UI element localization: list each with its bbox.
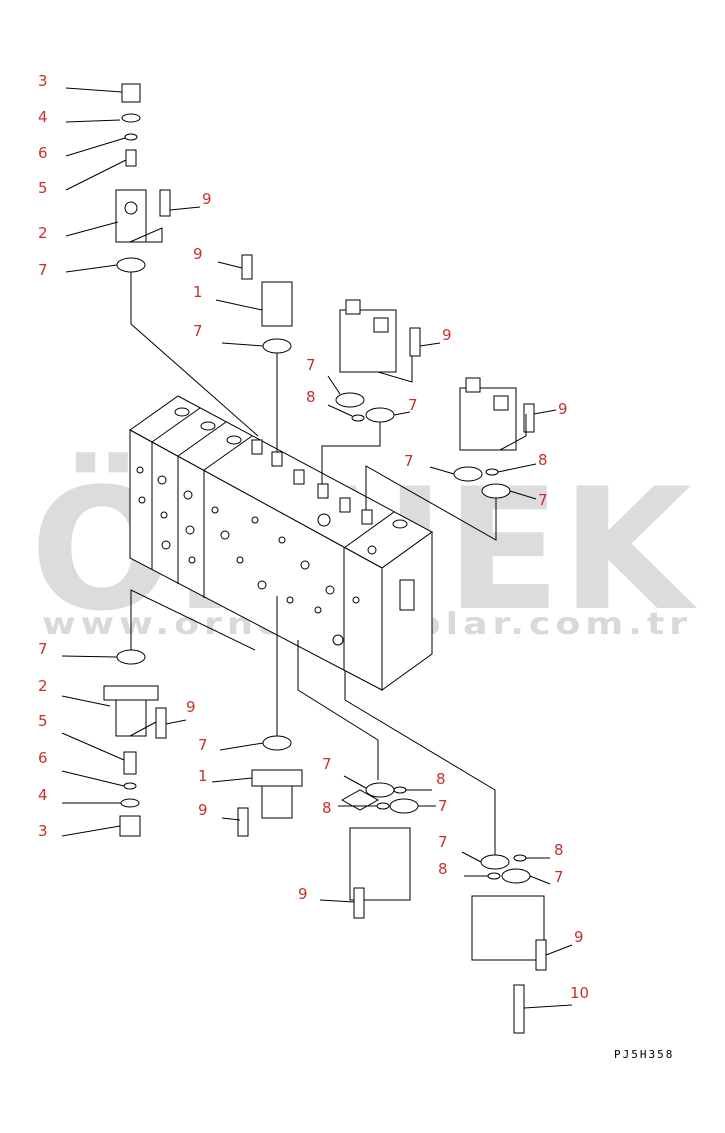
o-ring-part-7 — [389, 798, 419, 814]
o-ring-part-7 — [116, 257, 146, 273]
callout-label: 8 — [538, 451, 548, 469]
callout-label: 1 — [193, 283, 203, 301]
callout-label: 6 — [38, 749, 48, 767]
callout-label: 9 — [298, 885, 308, 903]
o-ring-part-7 — [480, 854, 510, 870]
ring-part-8 — [513, 854, 527, 862]
callout-label: 9 — [193, 245, 203, 263]
callout-label: 3 — [38, 72, 48, 90]
callout-label: 7 — [538, 491, 548, 509]
cap-flange-part-1 — [251, 769, 303, 787]
o-ring-part-7 — [481, 483, 511, 499]
solenoid-valve — [471, 895, 545, 961]
ring-part-6 — [123, 782, 137, 790]
callout-label: 4 — [38, 108, 48, 126]
o-ring-part-7 — [116, 649, 146, 665]
ring-part-8 — [376, 802, 390, 810]
o-ring-part-7 — [501, 868, 531, 884]
o-ring-part-4 — [121, 113, 141, 123]
plug-part-3 — [121, 83, 141, 103]
assembly-bottom-center — [297, 640, 419, 919]
cap-part-1 — [261, 785, 293, 819]
cap-part-2 — [115, 189, 147, 243]
assembly-bottom-right — [344, 670, 547, 1034]
callout-label: 7 — [404, 452, 414, 470]
bolt-part-9 — [155, 707, 167, 739]
callout-label: 7 — [306, 356, 316, 374]
main-valve-block — [129, 395, 433, 691]
o-ring-part-7 — [262, 338, 292, 354]
cap-part-1 — [261, 281, 293, 327]
callout-label: 8 — [554, 841, 564, 859]
callout-label: 6 — [38, 144, 48, 162]
callout-label: 4 — [38, 786, 48, 804]
o-ring-part-4 — [120, 798, 140, 808]
callout-label: 7 — [438, 797, 448, 815]
callout-label: 9 — [442, 326, 452, 344]
bolt-part-10 — [513, 984, 525, 1034]
ring-part-8 — [393, 786, 407, 794]
callout-label: 9 — [186, 698, 196, 716]
callout-label: 9 — [574, 928, 584, 946]
drawing-code: PJ5H358 — [614, 1048, 674, 1061]
callout-label: 3 — [38, 822, 48, 840]
ring-part-8 — [351, 414, 365, 422]
ring-part-8 — [487, 872, 501, 880]
callout-label: 9 — [198, 801, 208, 819]
o-ring-part-7 — [365, 782, 395, 798]
callout-label: 10 — [570, 984, 589, 1002]
cap-part-2 — [115, 699, 147, 737]
callout-label: 8 — [438, 860, 448, 878]
callout-label: 8 — [436, 770, 446, 788]
bolt-part-9 — [241, 254, 253, 280]
callout-label: 8 — [322, 799, 332, 817]
spring-part-5 — [125, 149, 137, 167]
o-ring-part-7 — [262, 735, 292, 751]
bolt-part-9 — [353, 887, 365, 919]
callout-label: 1 — [198, 767, 208, 785]
callout-label: 7 — [193, 322, 203, 340]
callout-label: 5 — [38, 712, 48, 730]
leader-lines — [61, 87, 573, 1009]
callout-label: 7 — [198, 736, 208, 754]
watermark-accent-left — [64, 488, 98, 500]
assembly-top-right-2 — [365, 377, 535, 541]
callout-label: 2 — [38, 224, 48, 242]
part-1-bottom — [237, 596, 303, 837]
callout-label: 8 — [306, 388, 316, 406]
watermark-accent-right — [90, 488, 124, 500]
callout-label: 7 — [408, 396, 418, 414]
spring-part-5 — [123, 751, 137, 775]
callout-label: 9 — [558, 400, 568, 418]
callout-label: 7 — [38, 261, 48, 279]
bolt-part-9 — [535, 939, 547, 971]
o-ring-part-7 — [453, 466, 483, 482]
ring-part-8 — [485, 468, 499, 476]
part-stack-top-left — [115, 83, 259, 437]
plug-part-3 — [119, 815, 141, 837]
callout-label: 9 — [202, 190, 212, 208]
callout-label: 7 — [438, 833, 448, 851]
callout-labels: 3 4 6 5 2 9 7 9 1 7 9 7 8 7 9 7 8 7 7 2 … — [38, 72, 589, 1002]
solenoid-valve — [459, 387, 517, 451]
bolt-part-9 — [237, 807, 249, 837]
callout-label: 5 — [38, 179, 48, 197]
cap-flange-part-2 — [103, 685, 159, 701]
o-ring-part-7 — [365, 407, 395, 423]
callout-label: 7 — [322, 755, 332, 773]
bolt-part-9 — [159, 189, 171, 217]
bolt-part-9 — [523, 403, 535, 433]
part-1-top — [241, 254, 293, 452]
callout-label: 7 — [38, 640, 48, 658]
ring-part-6 — [124, 133, 138, 141]
callout-label: 7 — [554, 868, 564, 886]
o-ring-part-7 — [335, 392, 365, 408]
callout-label: 2 — [38, 677, 48, 695]
assembly-top-right-1 — [321, 299, 421, 484]
bolt-part-9 — [409, 327, 421, 357]
